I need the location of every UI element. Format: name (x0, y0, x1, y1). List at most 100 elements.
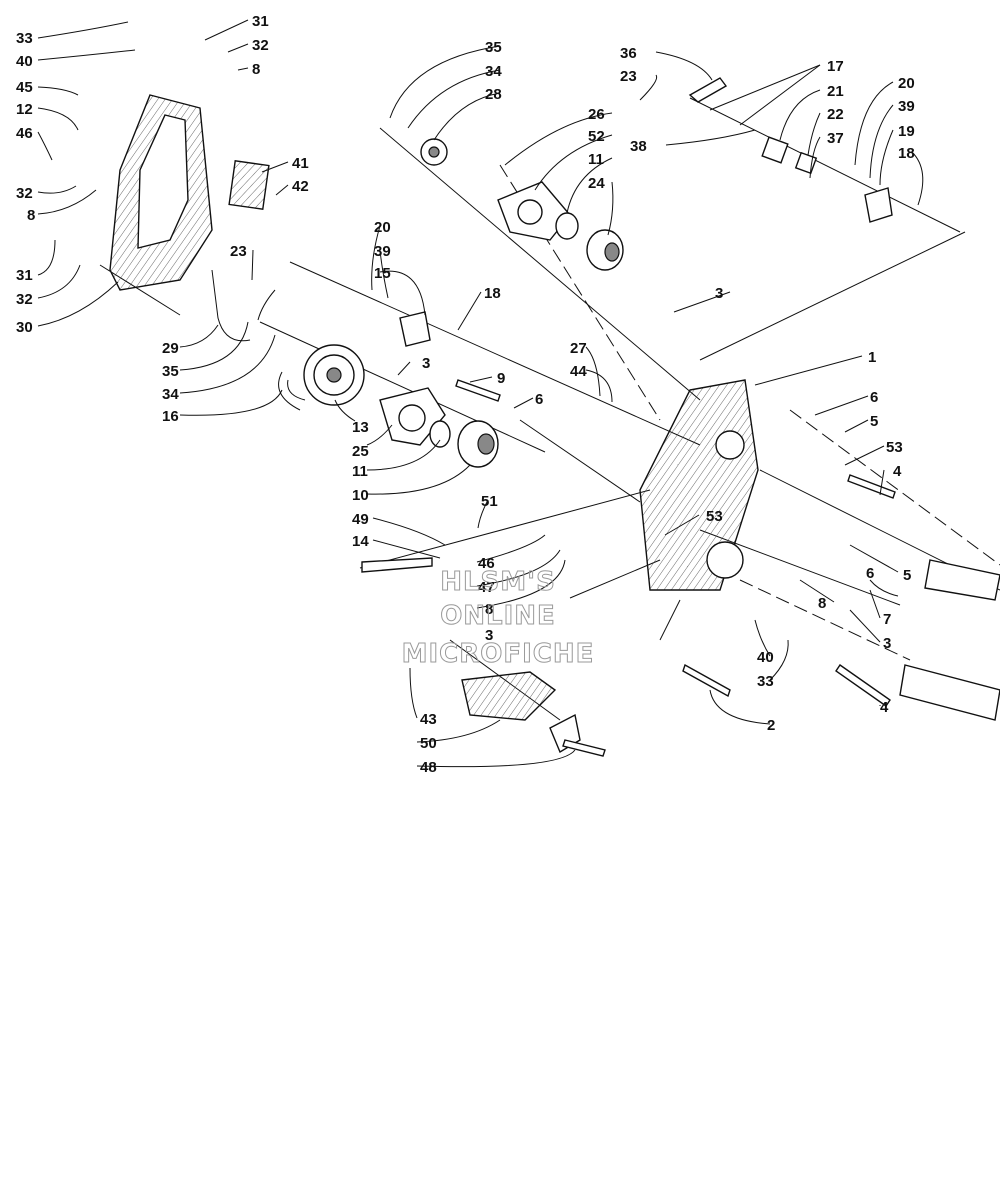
snap-ring-lower (429, 420, 451, 448)
callout-33: 33 (16, 30, 33, 47)
callout-27: 27 (570, 340, 587, 357)
callout-6: 6 (866, 565, 874, 582)
callout-16: 16 (162, 408, 179, 425)
callout-49: 49 (352, 511, 369, 528)
callout-3: 3 (422, 355, 430, 372)
callout-36: 36 (620, 45, 637, 62)
drive-sprocket-small (420, 138, 448, 166)
bolt-2 (682, 663, 731, 698)
callout-25: 25 (352, 443, 369, 460)
callout-4: 4 (880, 699, 889, 716)
callout-24: 24 (588, 175, 605, 192)
watermark-line-3: MICROFICHE (402, 639, 595, 669)
callout-5: 5 (903, 567, 911, 584)
callout-8: 8 (485, 601, 493, 618)
callout-labels: 33 40 45 12 46 32 8 31 32 30 31 32 8 41 … (16, 13, 915, 776)
snap-ring-upper (555, 212, 579, 240)
callout-17: 17 (827, 58, 844, 75)
drive-sprocket-large (303, 344, 365, 406)
callout-44: 44 (570, 363, 587, 380)
callout-32: 32 (252, 37, 269, 54)
callout-12: 12 (16, 101, 33, 118)
bolt-4-lower (835, 664, 891, 707)
callout-9: 9 (497, 370, 505, 387)
chain-case-cover (109, 94, 213, 291)
reverse-shaft-parts (688, 77, 818, 175)
callout-6: 6 (535, 391, 543, 408)
callout-3: 3 (883, 635, 891, 652)
drive-shaft (924, 559, 1000, 601)
tensioner-bracket (399, 311, 431, 347)
callout-32: 32 (16, 291, 33, 308)
callout-40: 40 (16, 53, 33, 70)
watermark-line-2: ONLINE (440, 601, 556, 631)
callout-26: 26 (588, 106, 605, 123)
callout-21: 21 (827, 83, 844, 100)
callout-39: 39 (374, 243, 391, 260)
callout-7: 7 (883, 611, 891, 628)
callout-32: 32 (16, 185, 33, 202)
callout-19: 19 (898, 123, 915, 140)
callout-4: 4 (893, 463, 902, 480)
callout-8: 8 (27, 207, 35, 224)
bolt-48 (562, 739, 606, 757)
tension-spring (211, 269, 276, 342)
callout-51: 51 (481, 493, 498, 510)
chain-case-housing (639, 379, 759, 591)
callout-18: 18 (484, 285, 501, 302)
callout-1: 1 (868, 349, 876, 366)
callout-35: 35 (485, 39, 502, 56)
callout-40: 40 (757, 649, 774, 666)
callout-18: 18 (898, 145, 915, 162)
callout-45: 45 (16, 79, 33, 96)
callout-33: 33 (757, 673, 774, 690)
callout-29: 29 (162, 340, 179, 357)
callout-2: 2 (767, 717, 775, 734)
brake-caliper (461, 671, 557, 721)
callout-28: 28 (485, 86, 502, 103)
callout-31: 31 (252, 13, 269, 30)
callout-5: 5 (870, 413, 878, 430)
callout-6: 6 (870, 389, 878, 406)
callout-3: 3 (715, 285, 723, 302)
bearing-lower (457, 420, 499, 468)
callout-43: 43 (420, 711, 437, 728)
callout-11: 11 (588, 151, 604, 168)
callout-31: 31 (16, 267, 33, 284)
callout-39: 39 (898, 98, 915, 115)
drive-chain (278, 371, 306, 411)
callout-42: 42 (292, 178, 309, 195)
bearing-flange-lower (379, 387, 446, 446)
callout-41: 41 (292, 155, 309, 172)
callout-14: 14 (352, 533, 369, 550)
callout-34: 34 (162, 386, 179, 403)
driven-shaft (899, 664, 1000, 721)
callout-53: 53 (706, 508, 723, 525)
callout-15: 15 (374, 265, 391, 282)
callout-35: 35 (162, 363, 179, 380)
callout-23: 23 (230, 243, 247, 260)
callout-23: 23 (620, 68, 637, 85)
reverse-shift-arm (864, 187, 893, 223)
callout-8: 8 (252, 61, 260, 78)
callout-3: 3 (485, 627, 493, 644)
callout-46: 46 (478, 555, 495, 572)
callout-13: 13 (352, 419, 369, 436)
callout-38: 38 (630, 138, 647, 155)
callout-11: 11 (352, 463, 368, 480)
callout-48: 48 (420, 759, 437, 776)
watermark: HLSM'S ONLINE MICROFICHE (401, 567, 595, 670)
callout-46: 46 (16, 125, 33, 142)
bolt-9 (455, 379, 501, 402)
callout-8: 8 (818, 595, 826, 612)
bolt-4-upper (847, 474, 896, 499)
gasket-plate (228, 160, 270, 210)
callout-52: 52 (588, 128, 605, 145)
callout-10: 10 (352, 487, 369, 504)
callout-50: 50 (420, 735, 437, 752)
leader-lines (37, 19, 924, 768)
callout-22: 22 (827, 106, 844, 123)
bearing-upper (586, 229, 624, 271)
callout-47: 47 (478, 579, 495, 596)
